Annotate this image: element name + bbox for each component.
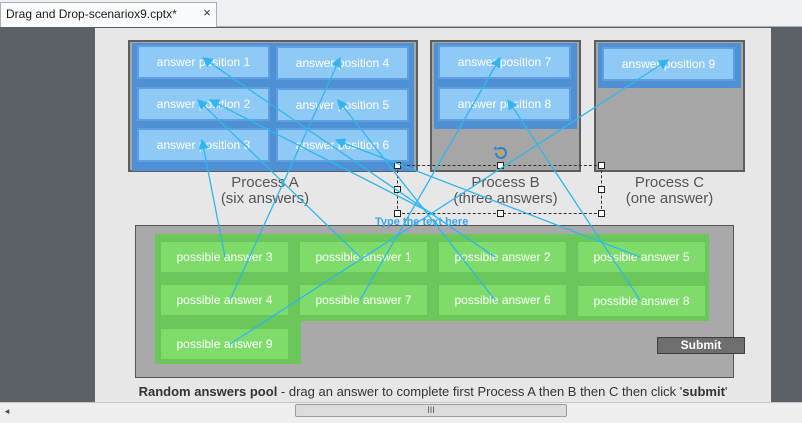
answer-slot-8[interactable]: answer position 8 <box>438 87 571 121</box>
answer-slot-1[interactable]: answer position 1 <box>137 45 270 79</box>
possible-answer-3[interactable]: possible answer 3 <box>159 240 290 274</box>
caption-text: - drag an answer to complete first Proce… <box>277 384 683 399</box>
caption-bold: Random answers pool <box>138 384 278 399</box>
resize-handle[interactable] <box>598 186 605 193</box>
resize-handle[interactable] <box>598 210 605 217</box>
answer-slot-4[interactable]: answer position 4 <box>276 46 409 80</box>
submit-button[interactable]: Submit <box>657 337 745 354</box>
possible-answer-1[interactable]: possible answer 1 <box>298 240 429 274</box>
process-a-title: Process A <box>231 174 299 191</box>
possible-answer-5[interactable]: possible answer 5 <box>576 240 707 274</box>
caption-end: ' <box>724 384 728 399</box>
document-tab-title: Drag and Drop-scenariox9.cptx* <box>6 7 177 21</box>
answer-slot-2[interactable]: answer position 2 <box>137 87 270 121</box>
answer-slot-7[interactable]: answer position 7 <box>438 45 571 79</box>
resize-handle[interactable] <box>497 162 504 169</box>
scrollbar-thumb[interactable]: III <box>295 404 567 417</box>
selected-text-caption[interactable] <box>397 165 602 214</box>
process-a-subtitle: (six answers) <box>220 190 310 207</box>
instructions-caption: Random answers pool - drag an answer to … <box>95 384 771 400</box>
possible-answer-4[interactable]: possible answer 4 <box>159 283 290 317</box>
answer-slot-3[interactable]: answer position 3 <box>137 128 270 162</box>
possible-answer-9[interactable]: possible answer 9 <box>159 327 290 361</box>
process-c-subtitle: (one answer) <box>625 190 714 207</box>
possible-answer-2[interactable]: possible answer 2 <box>437 240 568 274</box>
possible-answer-7[interactable]: possible answer 7 <box>298 283 429 317</box>
possible-answer-8[interactable]: possible answer 8 <box>576 284 707 318</box>
possible-answer-6[interactable]: possible answer 6 <box>437 283 568 317</box>
process-c-title: Process C <box>634 174 705 191</box>
scroll-left-arrow-icon[interactable]: ◂ <box>4 406 10 416</box>
answer-slot-9[interactable]: answer position 9 <box>602 47 735 81</box>
close-tab-icon[interactable]: × <box>203 5 211 20</box>
caption-placeholder-text[interactable]: Type the text here <box>375 216 469 228</box>
document-tab[interactable]: Drag and Drop-scenariox9.cptx* <box>0 2 217 27</box>
resize-handle[interactable] <box>394 186 401 193</box>
resize-handle[interactable] <box>598 162 605 169</box>
caption-submit-word: submit <box>682 384 725 399</box>
answer-slot-6[interactable]: answer position 6 <box>276 128 409 162</box>
rotate-icon[interactable] <box>492 144 510 162</box>
resize-handle[interactable] <box>394 162 401 169</box>
answer-slot-5[interactable]: answer position 5 <box>276 88 409 122</box>
